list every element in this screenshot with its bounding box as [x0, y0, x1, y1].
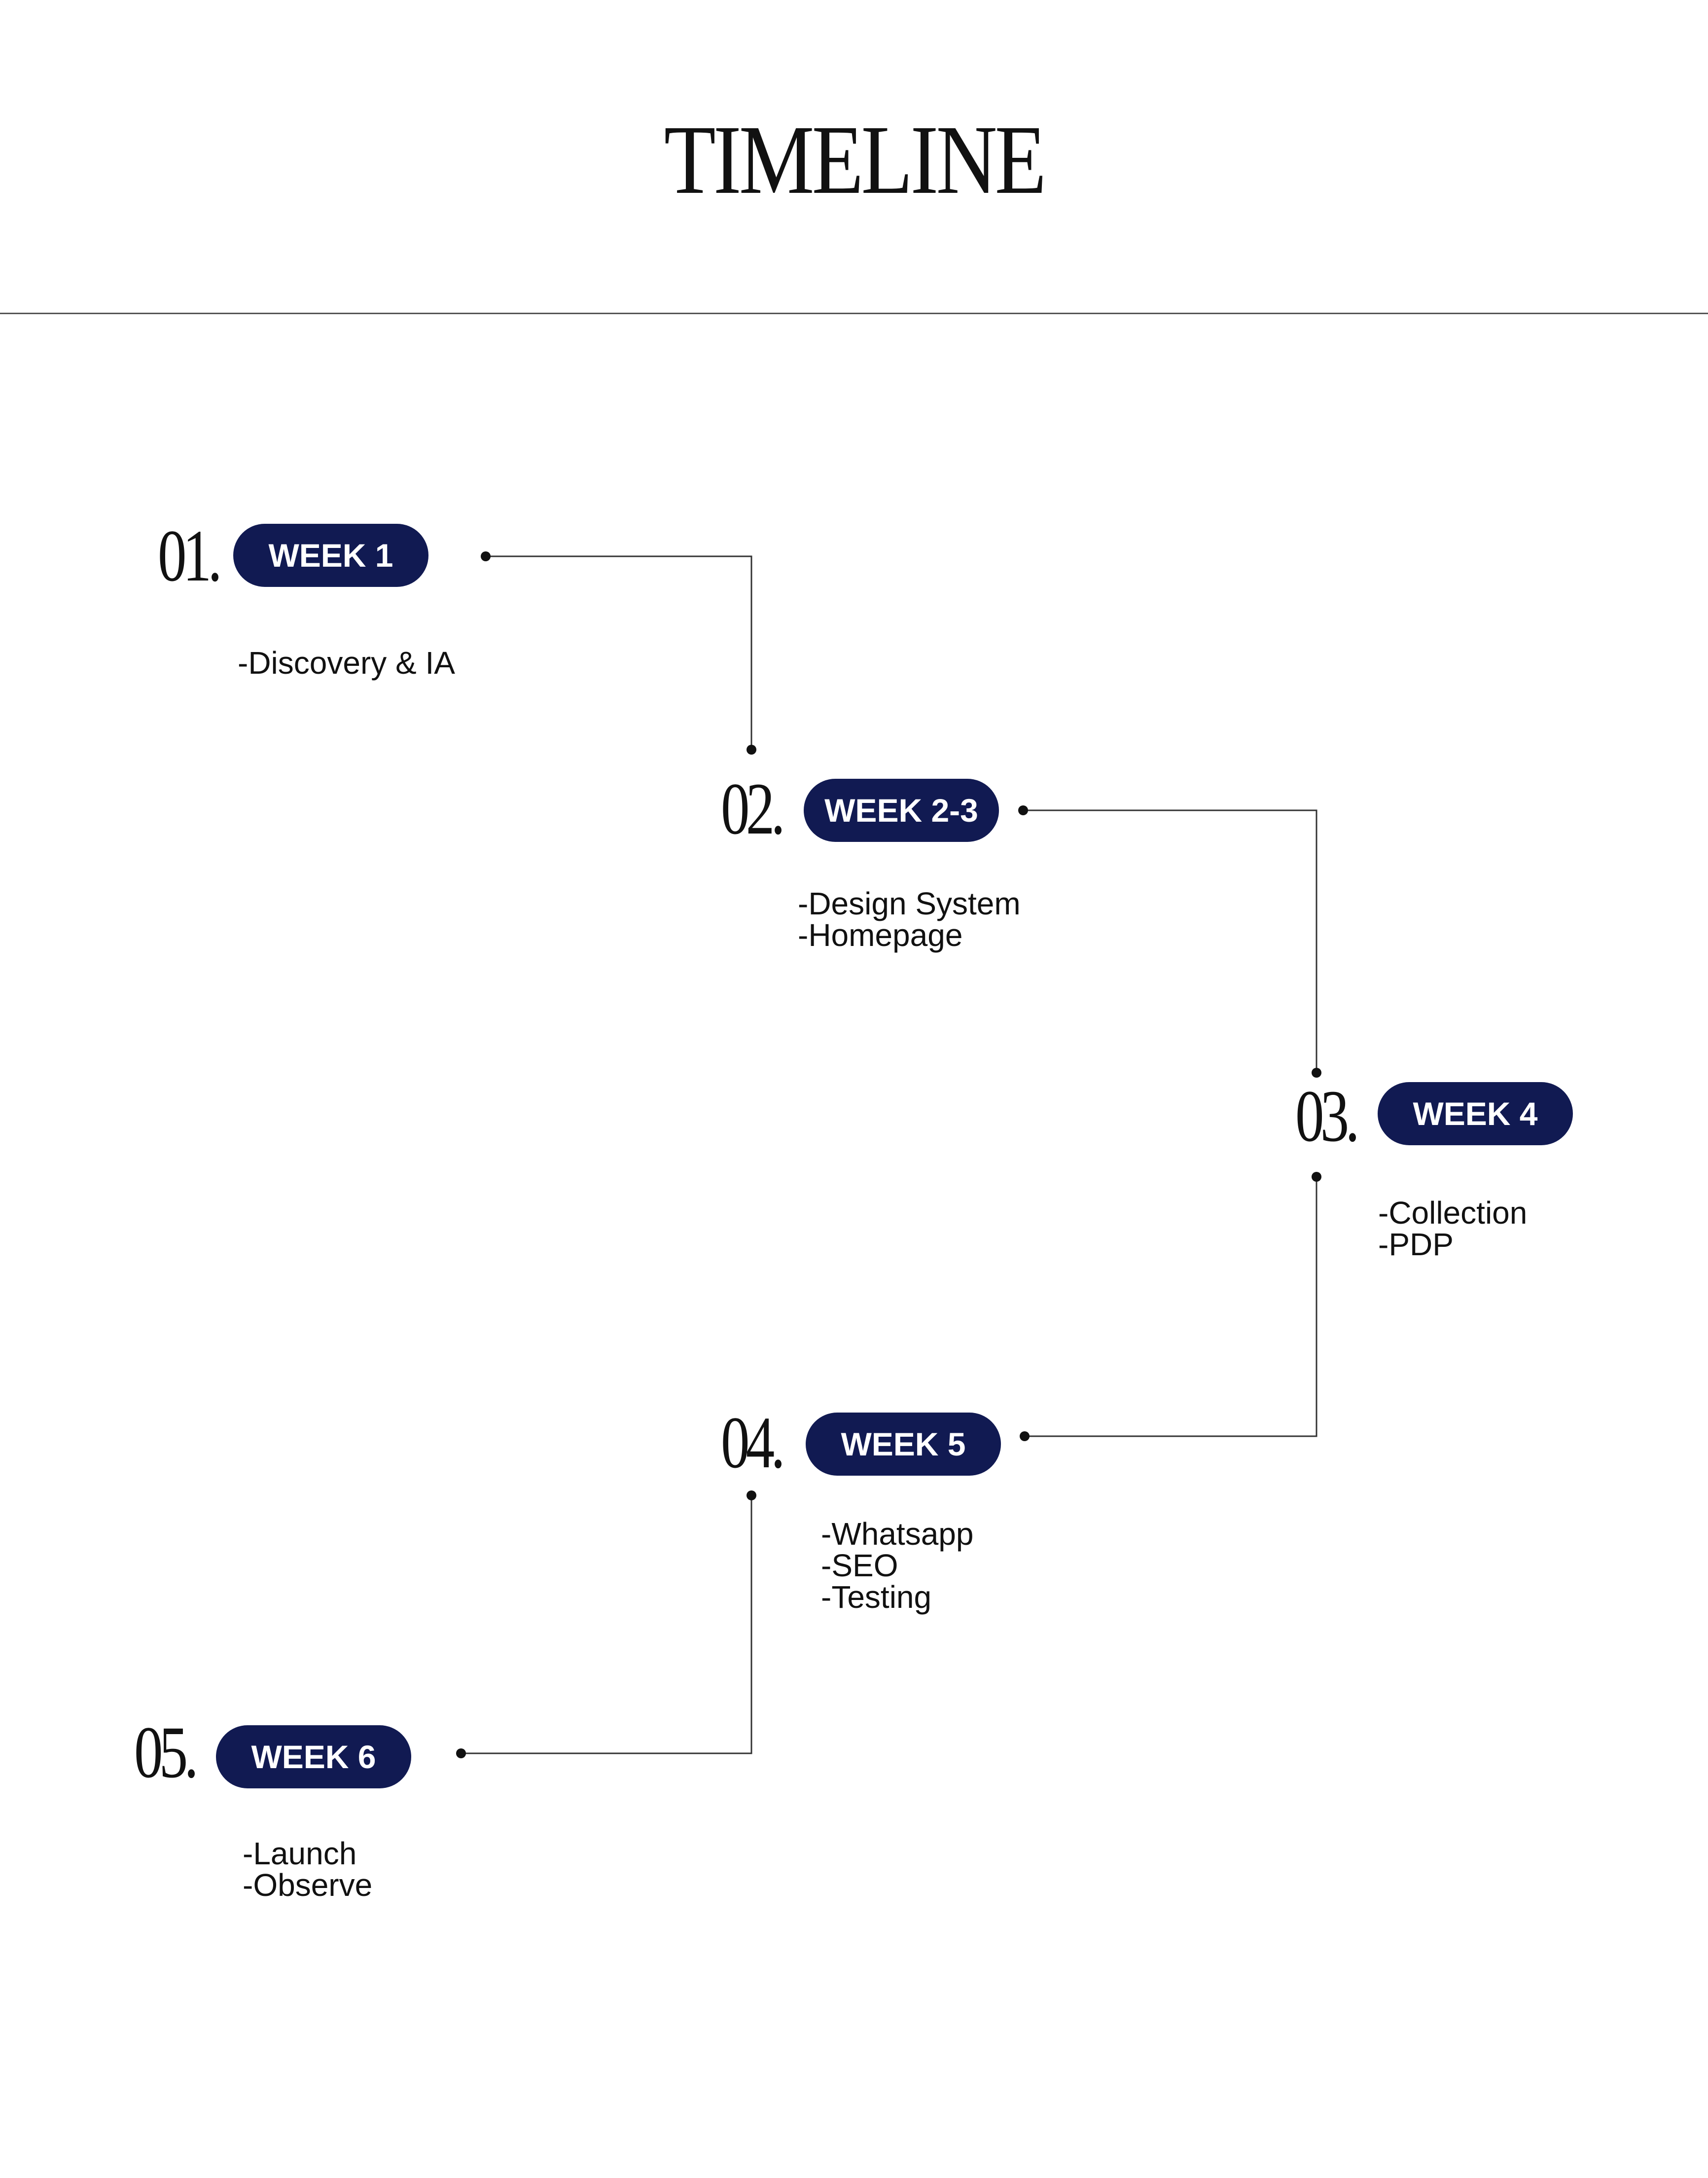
task-item: -Whatsapp [821, 1516, 974, 1552]
task-item: -Observe [243, 1867, 373, 1903]
connector-1-2 [486, 555, 752, 750]
task-item: -PDP [1378, 1227, 1454, 1262]
task-item: -SEO [821, 1548, 898, 1583]
week-badge: WEEK 6 [216, 1725, 411, 1788]
connector-dot [1312, 1172, 1321, 1182]
step-number: 03. [1295, 1075, 1360, 1157]
page-title: TIMELINE [664, 106, 1047, 215]
week-badge: WEEK 1 [233, 524, 428, 587]
connector-dot [747, 1490, 756, 1500]
title-divider [0, 313, 1708, 314]
connector-dot [747, 745, 756, 755]
task-item: -Design System [798, 886, 1021, 921]
step-number: 05. [134, 1711, 199, 1793]
task-list: -Discovery & IA [238, 647, 455, 679]
connector-dot [1018, 805, 1028, 815]
step-number: 01. [158, 515, 222, 597]
task-item: -Launch [243, 1836, 357, 1871]
task-item: -Testing [821, 1579, 932, 1615]
connector-dot [1020, 1431, 1030, 1441]
connector-dot [481, 551, 491, 561]
connector-dot [456, 1748, 466, 1758]
task-list: -Launch -Observe [243, 1838, 372, 1901]
week-badge: WEEK 4 [1378, 1082, 1573, 1145]
connector-4-5 [461, 1495, 752, 1754]
week-badge: WEEK 2-3 [804, 779, 999, 842]
task-list: -Collection -PDP [1378, 1197, 1527, 1260]
connector-2-3 [1023, 809, 1317, 1073]
connector-dot [1312, 1068, 1321, 1078]
task-list: -Whatsapp -SEO -Testing [821, 1518, 973, 1613]
task-item: -Collection [1378, 1195, 1528, 1231]
connector-3-4 [1025, 1177, 1317, 1437]
task-item: -Discovery & IA [238, 645, 455, 681]
week-badge: WEEK 5 [806, 1413, 1001, 1476]
task-item: -Homepage [798, 917, 963, 953]
task-list: -Design System -Homepage [798, 888, 1021, 951]
step-number: 02. [721, 768, 785, 850]
step-number: 04. [721, 1402, 785, 1484]
